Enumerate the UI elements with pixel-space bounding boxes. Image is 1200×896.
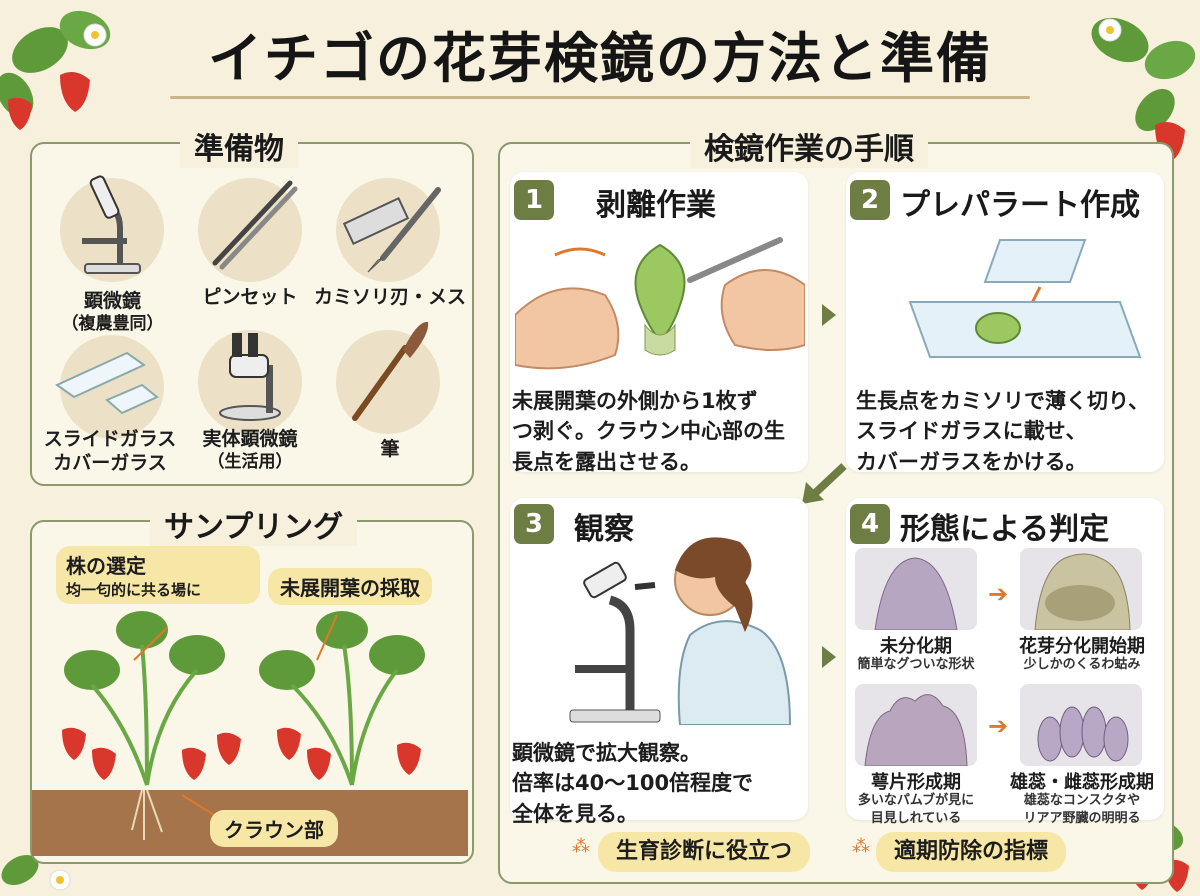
step-3-title: 観察 (574, 512, 634, 547)
stage-image-stamen-pistil (1020, 684, 1142, 766)
razor-scalpel-icon (342, 187, 441, 273)
prep-item-label-microscope: 顕微鏡 （複農豊同） (40, 290, 185, 335)
strawberry-decoration-top-left (0, 10, 111, 130)
step-3-text: 顕微鏡で拡大観察。 倍率は40〜100倍程度で 全体を見る。 (512, 741, 754, 826)
peeling-hands-illustration (515, 237, 805, 370)
prep-item-name: 実体顕微鏡 (202, 428, 298, 450)
arrow-step1-to-step2 (822, 304, 836, 326)
stage-label-stamen-pistil: 雄蕊・雌蕊形成期 (1010, 772, 1154, 793)
slide-glass-icon (55, 351, 159, 415)
stereo-microscope-icon (219, 333, 281, 421)
sparkle-icon-left: ⁂ (572, 836, 590, 857)
tag-crown: クラウン部 (210, 810, 338, 847)
stage-image-sepal (855, 684, 977, 766)
page-title: イチゴの花芽検鏡の方法と準備 (208, 27, 992, 90)
tag-plant-selection-sub: 均一匂的に共る場に (66, 581, 202, 599)
prep-item-label-tweezers: ピンセット (202, 286, 298, 308)
strawberry-decoration-bottom-left (1, 854, 71, 891)
pill-pest-control-indicator: 適期防除の指標 (876, 832, 1066, 872)
step-2-title: プレパラート作成 (900, 188, 1140, 223)
pill-growth-diagnosis: 生育診断に役立つ (598, 832, 810, 872)
tag-plant-selection: 株の選定 均一匂的に共る場に (56, 546, 260, 604)
prep-item-label-slide: スライドガラス カバーガラス (30, 428, 190, 476)
stage-arrow-1: ➔ (988, 580, 1009, 608)
microscope-icon (82, 175, 141, 274)
step-4-number: 4 (850, 504, 890, 544)
prep-item-label-brush: 筆 (380, 438, 400, 460)
prep-item-label-razor: カミソリ刃・メス (313, 286, 466, 308)
stage-sub-initiation: 少しかのくるわ蛄み (1023, 657, 1141, 672)
tag-leaf-sampling: 未展開葉の採取 (268, 568, 432, 605)
prep-item-name: スライドガラス (43, 428, 177, 450)
stage-label-undifferentiated: 未分化期 (880, 636, 952, 657)
stage-image-initiation (1020, 548, 1142, 630)
strawberry-decoration-top-right (1091, 17, 1196, 162)
procedure-heading: 検鏡作業の手順 (690, 124, 928, 168)
tag-plant-selection-title: 株の選定 (66, 554, 146, 578)
tweezers-icon (212, 180, 298, 270)
researcher-with-microscope-illustration (569, 537, 792, 725)
step-4-title: 形態による判定 (900, 512, 1110, 547)
step-1-title: 剥離作業 (596, 188, 716, 223)
title-underline (170, 96, 1030, 99)
prep-item-name: 顕微鏡 (83, 290, 141, 312)
stage-image-undifferentiated (855, 548, 977, 630)
step-1-text: 未展開葉の外側から1枚ず つ剥ぐ。クラウン中心部の生 長点を露出させる。 (512, 389, 785, 474)
prep-item-sub: カバーガラス (53, 451, 167, 474)
step-1-number: 1 (514, 180, 554, 220)
arrow-step2-to-step3 (802, 463, 847, 504)
sparkle-icon-right: ⁂ (852, 836, 870, 857)
prep-item-label-stereo: 実体顕微鏡 （生活用） (180, 428, 320, 473)
sampling-heading: サンプリング (150, 502, 358, 546)
stage-label-sepal: 萼片形成期 (871, 772, 961, 793)
stage-sub-stamen-pistil: 雄蕊なコンスクタや リアア野臓の明明る (1023, 793, 1141, 826)
prep-item-sub: （複農豊同） (61, 313, 164, 334)
preparation-heading: 準備物 (180, 124, 298, 168)
slide-preparation-illustration (908, 239, 1142, 358)
step-3-number: 3 (514, 504, 554, 544)
stage-arrow-2: ➔ (988, 712, 1009, 740)
brush-icon (352, 321, 429, 421)
stage-label-initiation: 花芽分化開始期 (1019, 636, 1145, 657)
prep-item-sub: （生活用） (207, 451, 293, 472)
arrow-step3-to-step4 (822, 646, 836, 668)
step-2-text: 生長点をカミソリで薄く切り、 スライドガラスに載せ、 カバーガラスをかける。 (856, 389, 1150, 474)
stage-sub-sepal: 多いなパムブが見に 目見しれている (857, 793, 975, 826)
stage-sub-undifferentiated: 簡単なグついな形状 (857, 657, 975, 672)
step-2-number: 2 (850, 180, 890, 220)
